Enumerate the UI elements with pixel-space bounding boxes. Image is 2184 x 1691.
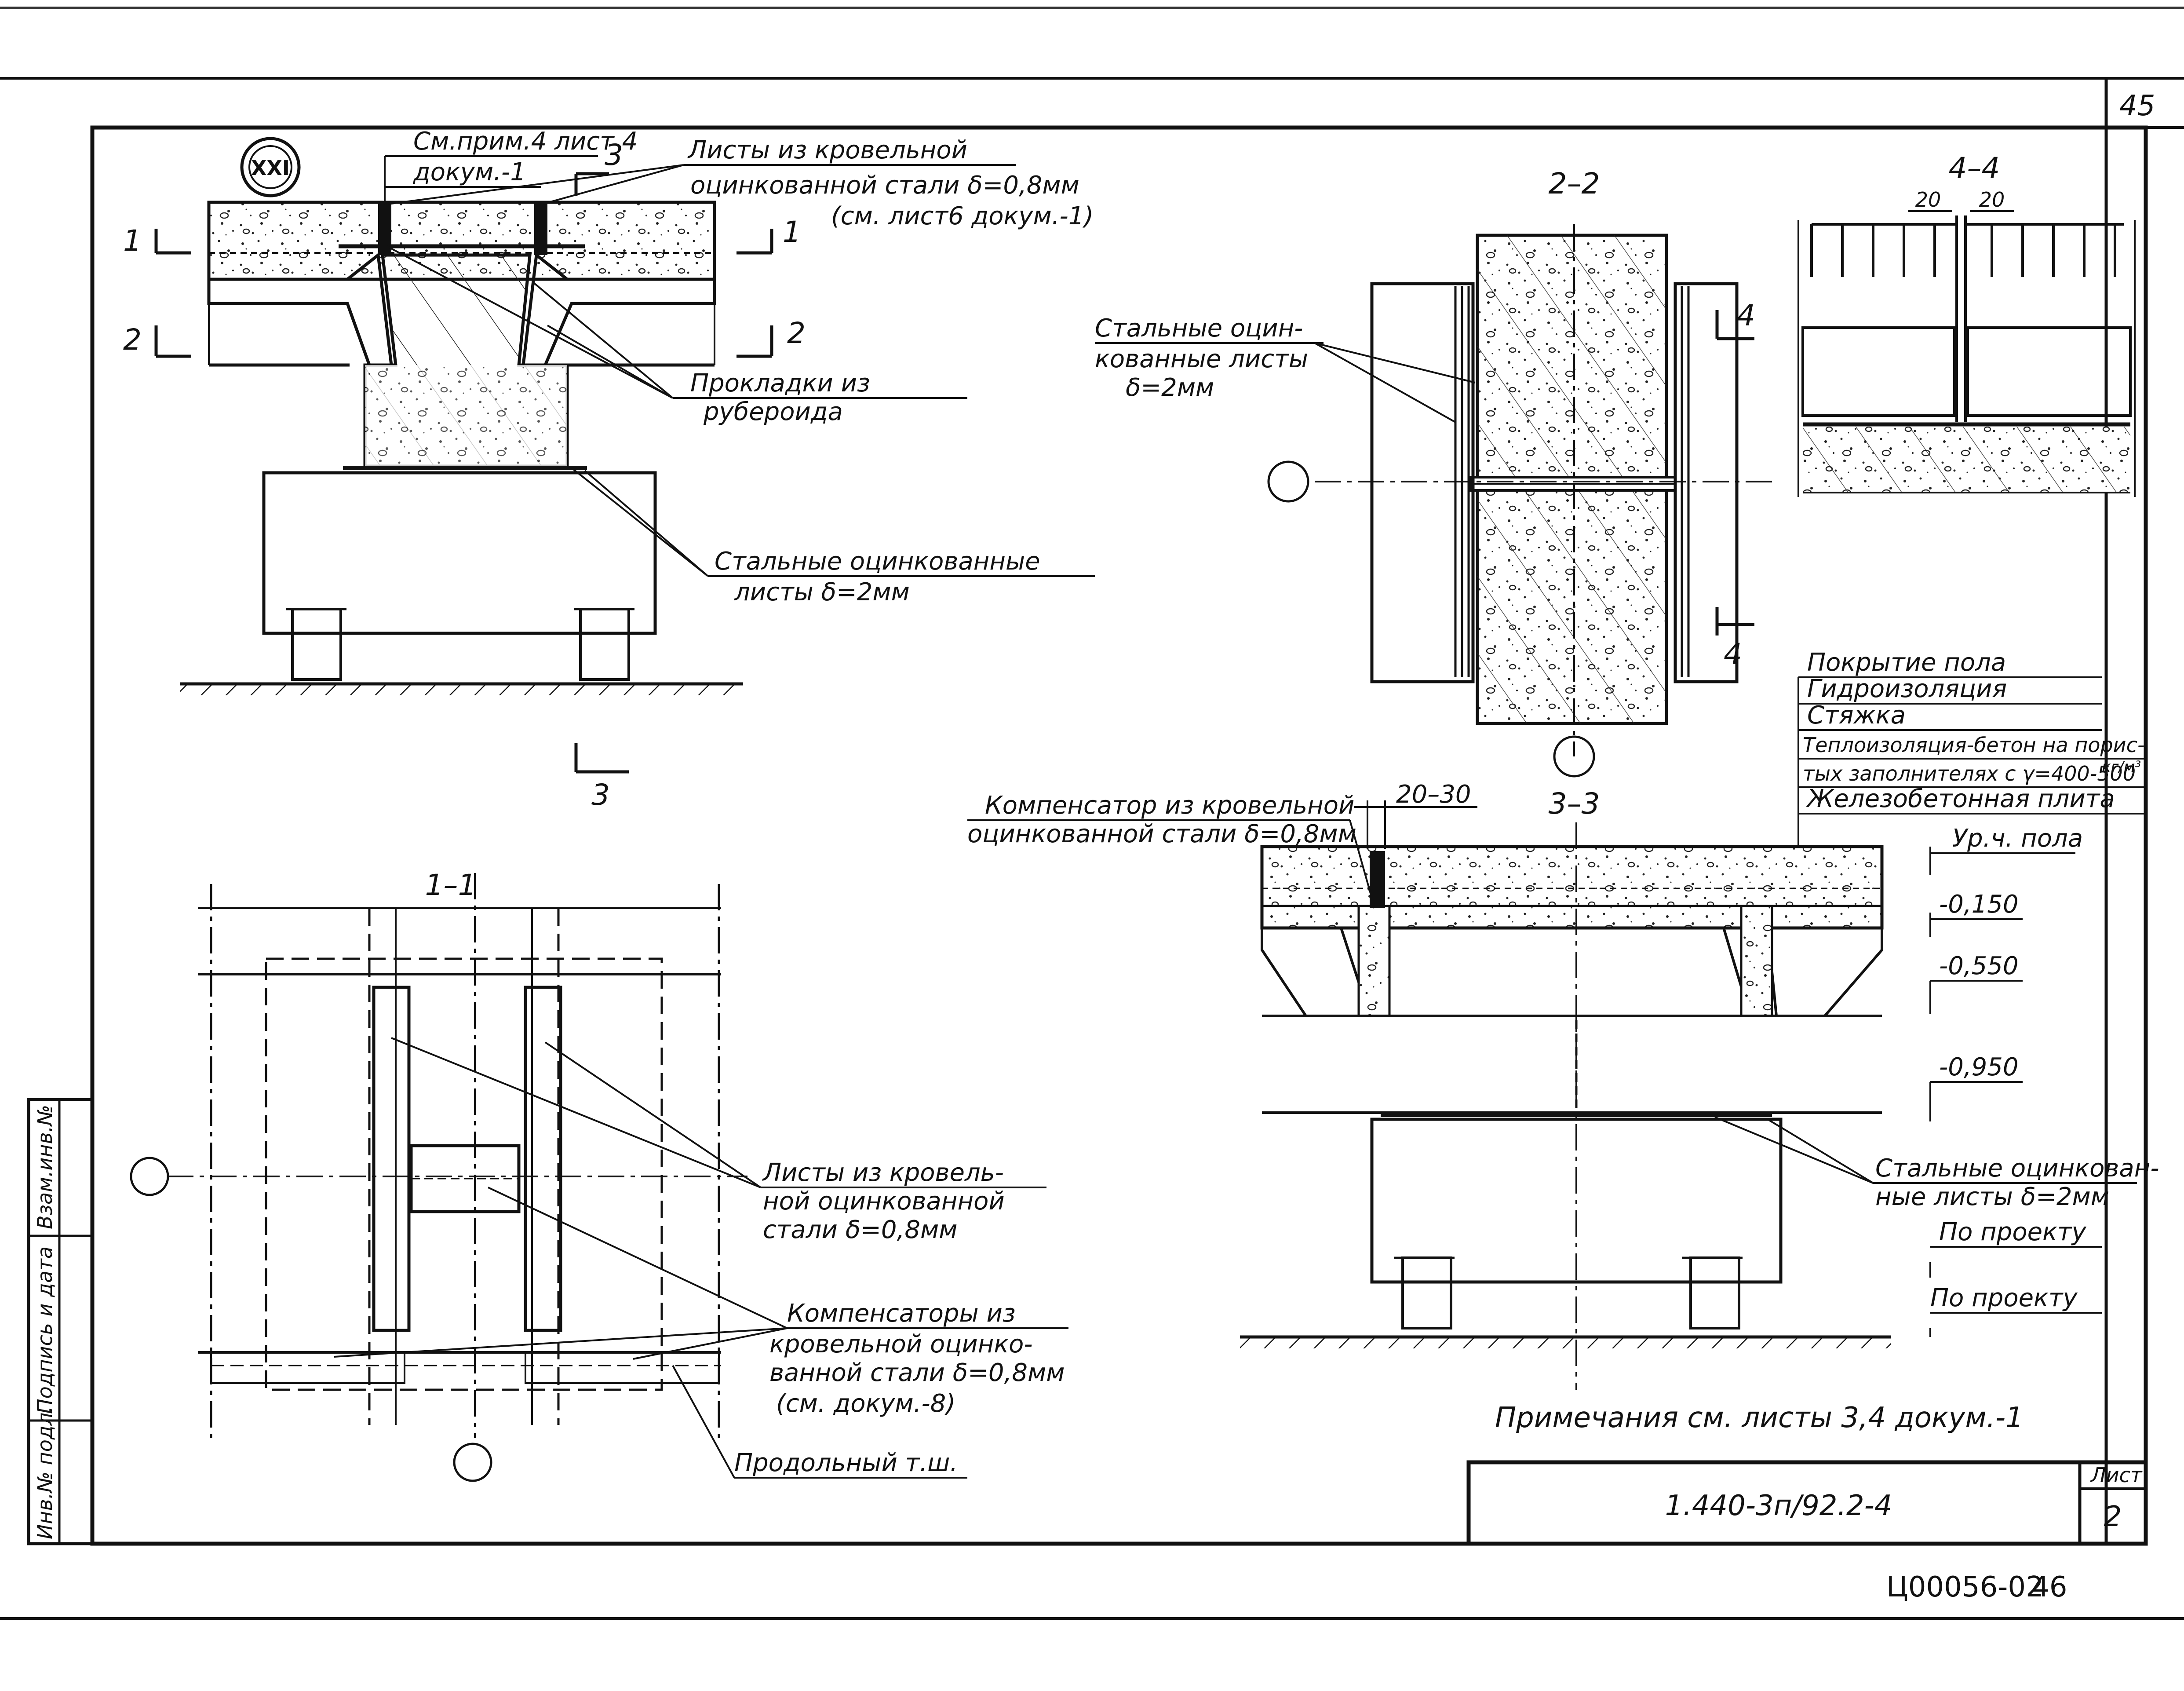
callout-11-comp-line4: (см. докум.-8) xyxy=(776,1389,955,1418)
title-block: Лист 2 1.440-3п/92.2-4 xyxy=(1466,1460,2148,1546)
section-mark-2-right: 2 xyxy=(787,316,806,350)
floor-layer-3: Стяжка xyxy=(1807,701,1906,730)
callout-11-comp-line2: кровельной оцинко- xyxy=(769,1330,1033,1359)
detail-mark-circle xyxy=(240,137,301,197)
section-mark-4-top: 4 xyxy=(1737,299,1755,332)
section-mark-1-right: 1 xyxy=(783,215,801,249)
section-mark-3-bottom: 3 xyxy=(591,778,610,812)
section-4-4: 4–4 20 20 xyxy=(1798,151,2136,497)
stamp-replaced: Взам.инв.№ xyxy=(33,1105,57,1229)
left-stamp: Инв.№ подл. Подпись и дата Взам.инв.№ xyxy=(27,1098,94,1545)
section-mark-4-bottom: 4 xyxy=(1724,637,1742,671)
section-3-3: 3–3 Компенсатор из кровельной оцинкованн… xyxy=(967,648,2159,1434)
axis-circle-11-left xyxy=(130,1157,169,1196)
section-4-4-title: 4–4 xyxy=(1949,151,2000,185)
callout-compensator-line1: Компенсатор из кровельной xyxy=(985,791,1354,820)
callout-steel-sheets-line2: листы δ=2мм xyxy=(734,578,910,606)
callout-steel-sheets-line1: Стальные оцинкованные xyxy=(715,547,1040,576)
section-3-3-title: 3–3 xyxy=(1549,787,1600,821)
axis-circle-22-left xyxy=(1267,460,1309,503)
general-note: Примечания см. листы 3,4 докум.-1 xyxy=(1495,1402,2024,1434)
detail-mark-text: XXI xyxy=(251,156,290,180)
floor-layer-1: Покрытие пола xyxy=(1807,648,2006,677)
archive-code: Ц00056-02 xyxy=(1886,1571,2044,1603)
section-mark-3-top: 3 xyxy=(605,138,623,172)
callout-compensator-line2: оцинкованной стали δ=0,8мм xyxy=(967,820,1356,848)
level-0550: -0,550 xyxy=(1939,952,2019,980)
level-by-project-1: По проекту xyxy=(1939,1218,2086,1246)
level-0950: -0,950 xyxy=(1939,1053,2019,1081)
floor-layer-6: Железобетонная плита xyxy=(1806,785,2115,813)
callout-11-sheets-line2: ной оцинкованной xyxy=(763,1187,1005,1216)
callout-33-steel-line2: ные листы δ=2мм xyxy=(1875,1183,2109,1211)
callout-33-steel-line1: Стальные оцинкован- xyxy=(1875,1154,2159,1183)
callout-ruberoid-line2: рубероида xyxy=(703,398,843,426)
callout-11-comp-line1: Компенсаторы из xyxy=(787,1299,1016,1328)
callout-roof-sheets-line1: Листы из кровельной xyxy=(687,136,967,164)
dim-44-right: 20 xyxy=(1979,188,2005,212)
callout-roof-sheets-line3: (см. лист6 докум.-1) xyxy=(831,202,1094,230)
callout-roof-sheets-line2: оцинкованной стали δ=0,8мм xyxy=(690,171,1079,200)
callout-ruberoid-line1: Прокладки из xyxy=(690,369,870,398)
section-1-1-title: 1–1 xyxy=(425,868,477,902)
callout-11-comp-line3: ванной стали δ=0,8мм xyxy=(769,1359,1065,1387)
section-mark-1-left: 1 xyxy=(123,224,142,258)
sheet-label: Лист xyxy=(2090,1463,2143,1487)
detail-note-line1: См.прим.4 лист 4 xyxy=(413,127,638,156)
axis-circle-11-bottom xyxy=(453,1443,492,1482)
axis-circle-22-bottom xyxy=(1553,735,1595,778)
section-2-2: 2–2 4 4 Стальные оцин- кованные листы δ=… xyxy=(1095,167,1776,778)
level-0150: -0,150 xyxy=(1939,890,2019,919)
callout-11-sheets-line1: Листы из кровель- xyxy=(762,1158,1004,1187)
callout-22-line1: Стальные оцин- xyxy=(1095,314,1303,343)
floor-layer-unit: кг/м³ xyxy=(2102,758,2141,776)
callout-22-line2: кованные листы xyxy=(1095,345,1308,373)
joint-elevation: XXI 1 1 xyxy=(123,127,1095,812)
drawing-frame xyxy=(90,125,2148,1546)
stamp-inv: Инв.№ подл. xyxy=(33,1406,57,1539)
page-number-top: 45 xyxy=(2119,90,2155,122)
level-floor: Ур.ч. пола xyxy=(1952,824,2083,853)
callout-longitudinal-joint: Продольный т.ш. xyxy=(734,1449,958,1477)
callout-11-sheets-line3: стали δ=0,8мм xyxy=(763,1216,957,1244)
sheet-number: 2 xyxy=(2104,1501,2122,1533)
dim-20-30: 20–30 xyxy=(1396,780,1471,809)
document-code: 1.440-3п/92.2-4 xyxy=(1665,1490,1892,1522)
callout-22-line3: δ=2мм xyxy=(1126,373,1214,402)
floor-layer-4: Теплоизоляция-бетон на порис- xyxy=(1803,733,2144,757)
dim-44-left: 20 xyxy=(1915,188,1941,212)
archive-page: 46 xyxy=(2031,1571,2067,1603)
section-2-2-title: 2–2 xyxy=(1549,167,1600,201)
section-mark-2-left: 2 xyxy=(123,323,142,357)
detail-note-line2: докум.-1 xyxy=(413,158,526,186)
floor-layer-5: тых заполнителях с γ=400-500 xyxy=(1803,762,2136,785)
stamp-signature: Подпись и дата xyxy=(33,1246,57,1414)
section-1-1: 1–1 Листы из кровель- ной оцинкованной с… xyxy=(130,868,1068,1482)
floor-layer-2: Гидроизоляция xyxy=(1807,675,2007,703)
level-by-project-2: По проекту xyxy=(1930,1284,2078,1312)
